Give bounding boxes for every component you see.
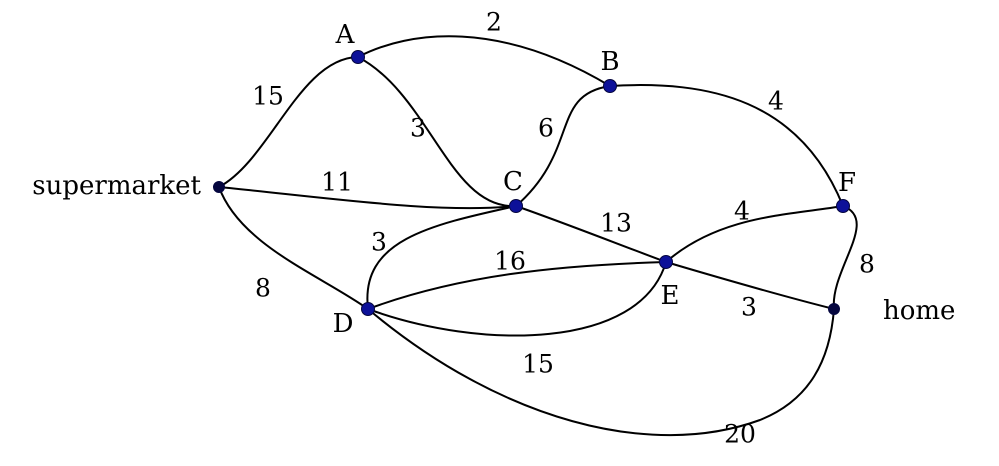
node-label-e: E [661, 281, 680, 311]
edge-d-home [367, 308, 835, 437]
node-home [828, 303, 840, 315]
edge-f-home [832, 205, 858, 310]
node-label-f: F [838, 168, 856, 198]
edge-d-e [367, 261, 667, 337]
edge-e-f [665, 205, 844, 263]
edge-weight-supermarket-c: 11 [321, 168, 353, 197]
edge-supermarket-c [218, 186, 517, 210]
edge-c-e [515, 205, 667, 263]
edge-b-c [515, 85, 611, 207]
edge-weight-d-home: 20 [724, 420, 756, 449]
edge-weight-c-d: 3 [371, 228, 387, 257]
node-label-c: C [503, 167, 523, 197]
nodes-layer [213, 50, 850, 316]
edge-weight-b-c: 6 [538, 114, 554, 143]
edge-weight-d-e: 16 [494, 247, 526, 276]
node-label-home: home [883, 296, 955, 326]
node-label-d: D [333, 309, 354, 339]
edge-weights-layer: 15 2 3 6 4 11 13 3 16 15 8 4 3 8 20 [252, 8, 875, 449]
edge-supermarket-d [218, 186, 369, 310]
edge-c-d [366, 205, 517, 310]
node-label-supermarket: supermarket [32, 171, 201, 201]
edge-weight-a-b: 2 [486, 8, 502, 37]
node-b [603, 79, 617, 93]
node-e [659, 255, 673, 269]
node-c [509, 199, 523, 213]
edge-b-f [609, 84, 844, 207]
edge-weight-e-home: 3 [741, 293, 757, 322]
edge-supermarket-a [218, 56, 359, 188]
edge-weight-b-f: 4 [768, 87, 784, 116]
edge-e-home [665, 261, 835, 310]
edge-a-b [357, 35, 611, 87]
node-supermarket [213, 181, 225, 193]
edge-weight-a-c: 3 [410, 114, 426, 143]
edge-a-c [357, 56, 517, 208]
edge-weight-c-e: 13 [600, 209, 632, 238]
node-label-a: A [335, 20, 356, 50]
edge-weight-supermarket-d: 8 [255, 274, 271, 303]
edge-weight-d-e: 15 [522, 350, 554, 379]
node-d [361, 302, 375, 316]
node-a [351, 50, 365, 64]
edge-weight-supermarket-a: 15 [252, 82, 284, 111]
edges-layer [218, 35, 858, 437]
edge-d-e [367, 261, 667, 310]
edge-weight-e-f: 4 [734, 197, 750, 226]
node-f [836, 199, 850, 213]
node-label-b: B [600, 47, 619, 77]
edge-weight-f-home: 8 [859, 250, 875, 279]
